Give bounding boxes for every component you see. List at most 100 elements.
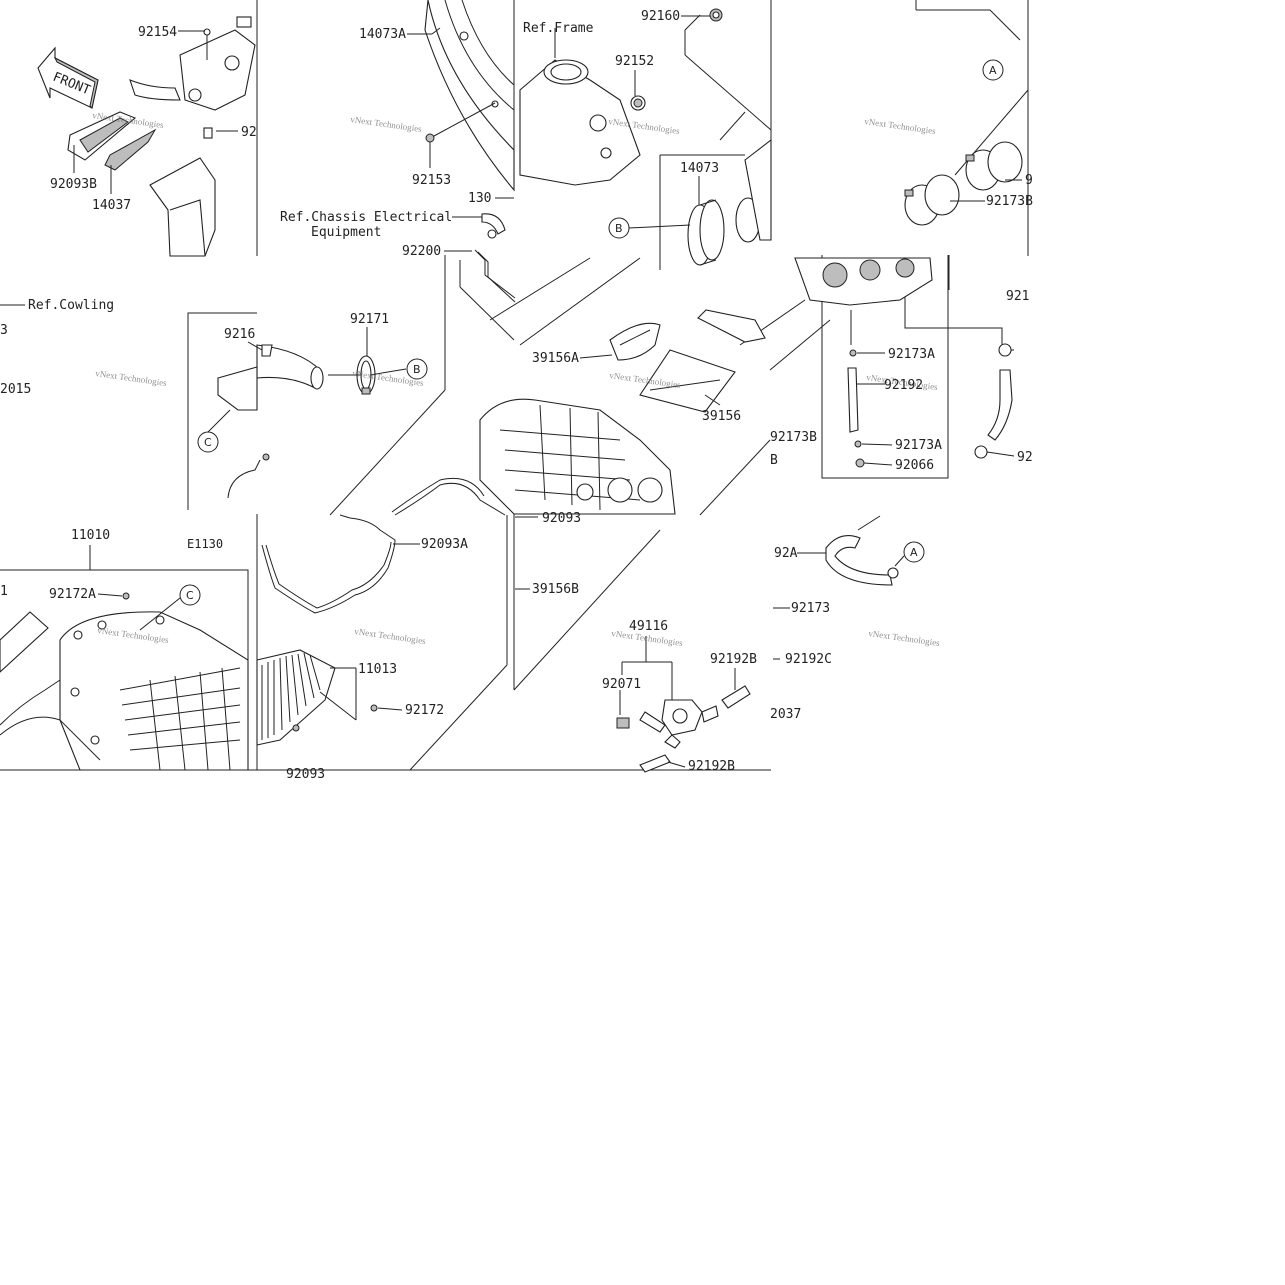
label-92093B: 92093B — [50, 177, 97, 192]
callout-C-bottom: C — [179, 584, 201, 606]
bracket-assembly — [129, 16, 256, 139]
label-ref-frame: Ref.Frame — [523, 21, 594, 36]
label-130: 130 — [468, 191, 491, 206]
label-92093A: 92093A — [421, 537, 468, 552]
label-14073: 14073 — [680, 161, 719, 176]
bracket-plate — [697, 309, 766, 343]
label-11013: 11013 — [358, 662, 397, 677]
label-92154: 92154 — [138, 25, 177, 40]
callout-B-mid: B — [608, 217, 630, 239]
label-39156: 39156 — [702, 409, 741, 424]
label-92-right: 92 — [1017, 450, 1033, 465]
callout-C-left: C — [197, 431, 219, 453]
front-arrow-icon: FRONT — [37, 46, 99, 110]
panel-39156 — [639, 349, 736, 413]
label-92172: 92172 — [405, 703, 444, 718]
label-49116: 49116 — [629, 619, 668, 634]
label-14037: 14037 — [92, 198, 131, 213]
label-92173A-2: 92173A — [895, 438, 942, 453]
label-92071: 92071 — [602, 677, 641, 692]
label-92192C: 92192C — [785, 652, 832, 667]
label-ref-cowling: Ref.Cowling — [28, 298, 114, 313]
label-1: 1 — [0, 584, 8, 599]
foam-strip-14037 — [104, 128, 157, 171]
callout-A-top: A — [982, 59, 1004, 81]
pipe-92A — [825, 515, 899, 586]
watermark: vNext Technologies — [95, 368, 168, 388]
screw-92172A — [122, 592, 130, 600]
cap-92071 — [616, 717, 630, 729]
label-92152: 92152 — [615, 54, 654, 69]
hose-92192B — [639, 685, 751, 773]
svg-text:C: C — [204, 436, 212, 449]
label-ref-chassis-1: Ref.Chassis Electrical — [280, 210, 452, 225]
label-92A: 92A — [774, 546, 798, 561]
label-E1130: E1130 — [187, 537, 223, 551]
label-92173: 92173 — [791, 601, 830, 616]
gasket-92093A — [261, 477, 506, 614]
label-B: B — [770, 453, 778, 468]
label-92192B-1: 92192B — [710, 652, 757, 667]
leader-lines — [0, 15, 1022, 768]
svg-text:A: A — [910, 546, 918, 559]
label-92153: 92153 — [412, 173, 451, 188]
label-9: 9 — [1025, 173, 1033, 188]
label-92173A-1: 92173A — [888, 347, 935, 362]
label-92172A: 92172A — [49, 587, 96, 602]
cover-39156A — [609, 322, 661, 361]
label-2037: 2037 — [770, 707, 801, 722]
label-921: 921 — [1006, 289, 1029, 304]
label-92093: 92093 — [542, 511, 581, 526]
label-14073A: 14073A — [359, 27, 406, 42]
label-11010: 11010 — [71, 528, 110, 543]
screw-92172 — [370, 704, 378, 712]
watermark: vNext Technologies — [864, 116, 937, 136]
label-92173B: 92173B — [770, 430, 817, 445]
label-92192B-2: 92192B — [688, 759, 735, 774]
seal-strip-92093B — [67, 111, 137, 161]
bolt-92153 — [425, 102, 496, 143]
label-39156A: 39156A — [532, 351, 579, 366]
label-92171: 92171 — [350, 312, 389, 327]
hose-right — [974, 343, 1013, 459]
throttle-body-right — [794, 257, 933, 306]
label-ref-chassis-2: Equipment — [311, 225, 381, 240]
filter-element-11013 — [256, 649, 336, 746]
label-92200: 92200 — [402, 244, 441, 259]
label-92160: 92160 — [641, 9, 680, 24]
label-92-top: 92 — [241, 125, 257, 140]
callout-A-bottom: A — [903, 541, 925, 563]
hose-clamps-92173B — [904, 141, 1023, 226]
label-92066: 92066 — [895, 458, 934, 473]
filter-panel-C — [217, 366, 270, 499]
hose-92192 — [847, 310, 865, 468]
inlet-elbow-9216 — [256, 344, 324, 390]
callout-B-clamp: B — [406, 358, 428, 380]
grommet-92160 — [709, 8, 723, 22]
watermark: vNext Technologies — [868, 628, 941, 648]
valve-49116 — [621, 636, 719, 749]
airbox-lower — [479, 398, 676, 515]
label-92192: 92192 — [884, 378, 923, 393]
svg-text:B: B — [615, 222, 623, 235]
label-9216: 9216 — [224, 327, 255, 342]
label-39156B: 39156B — [532, 582, 579, 597]
frame-bracket — [519, 28, 641, 186]
label-3: 3 — [0, 323, 8, 338]
watermark: vNext Technologies — [350, 114, 423, 134]
harness-clip — [459, 197, 516, 341]
filter-element-left — [0, 611, 101, 761]
svg-text:C: C — [186, 589, 194, 602]
label-2015: 2015 — [0, 382, 31, 397]
intake-duct-14073A — [424, 0, 515, 192]
part-labels: 92154 92 92093B 14037 Ref.Cowling 3 2015… — [0, 9, 1033, 782]
clamp-92171 — [356, 355, 376, 395]
watermark: vNext Technologies — [354, 626, 427, 646]
svg-text:B: B — [413, 363, 421, 376]
label-92093-bottom: 92093 — [286, 767, 325, 782]
grommet-92152 — [630, 95, 646, 111]
airbox-cover-11010 — [59, 611, 249, 771]
intake-boot-14073 — [687, 138, 772, 266]
